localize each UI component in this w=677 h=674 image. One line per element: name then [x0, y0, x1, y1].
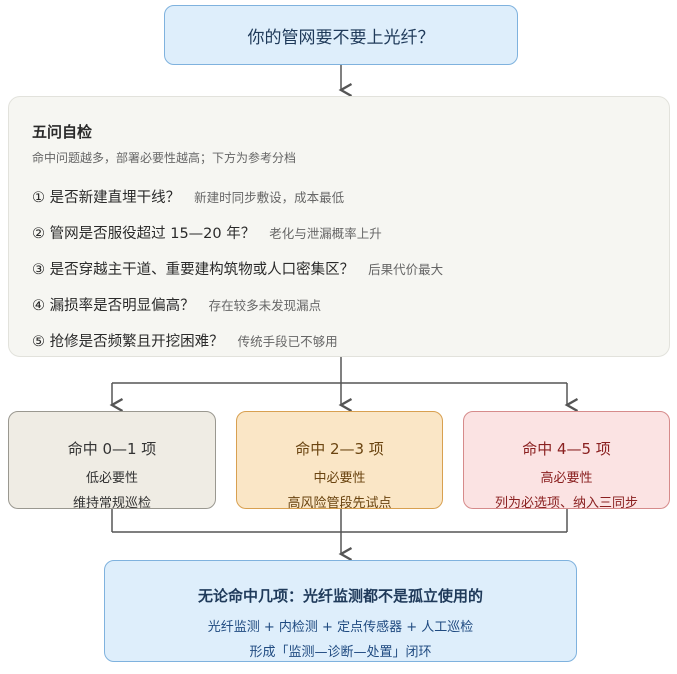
result-mid-desc: 高风险管段先试点: [287, 496, 392, 511]
conclusion-line-1: 光纤监测 + 内检测 + 定点传感器 + 人工巡检: [207, 620, 474, 635]
question-note: 后果代价最大: [368, 262, 444, 277]
checklist-subtitle: 命中问题越多，部署必要性越高；下方为参考分档: [32, 151, 297, 165]
result-high-level: 高必要性: [540, 471, 593, 486]
question-text: ⑤ 抢修是否频繁且开挖困难？: [32, 334, 224, 350]
conclusion-line-2: 形成「监测—诊断—处置」闭环: [249, 645, 432, 660]
result-low-title: 命中 0—1 项: [67, 440, 157, 458]
question-text: ② 管网是否服役超过 15—20 年？: [32, 226, 256, 242]
result-high-title: 命中 4—5 项: [522, 440, 611, 458]
question-5: ⑤ 抢修是否频繁且开挖困难？ 传统手段已不够用: [32, 330, 338, 351]
checklist-panel: 五问自检 命中问题越多，部署必要性越高；下方为参考分档 ① 是否新建直埋干线？ 新…: [8, 96, 670, 357]
result-low-box: 命中 0—1 项 低必要性 维持常规巡检: [8, 411, 216, 511]
question-note: 存在较多未发现漏点: [208, 298, 322, 313]
result-mid-title: 命中 2—3 项: [295, 440, 384, 458]
question-text: ① 是否新建直埋干线？: [32, 190, 181, 206]
question-1: ① 是否新建直埋干线？ 新建时同步敷设，成本最低: [32, 186, 344, 207]
result-mid-box: 命中 2—3 项 中必要性 高风险管段先试点: [236, 411, 443, 511]
diagram-title: 你的管网要不要上光纤？: [247, 27, 435, 48]
question-2: ② 管网是否服役超过 15—20 年？ 老化与泄漏概率上升: [32, 222, 382, 243]
result-low-level: 低必要性: [85, 471, 138, 486]
result-high-desc: 列为必选项、纳入三同步: [494, 496, 638, 511]
title-box: 你的管网要不要上光纤？: [164, 5, 518, 65]
question-3: ③ 是否穿越主干道、重要建构筑物或人口密集区？ 后果代价最大: [32, 258, 443, 279]
result-mid-level: 中必要性: [313, 471, 366, 486]
question-note: 老化与泄漏概率上升: [269, 226, 382, 241]
question-text: ③ 是否穿越主干道、重要建构筑物或人口密集区？: [32, 262, 355, 278]
conclusion-title: 无论命中几项：光纤监测都不是孤立使用的: [197, 587, 483, 605]
conclusion-box: 无论命中几项：光纤监测都不是孤立使用的 光纤监测 + 内检测 + 定点传感器 +…: [104, 560, 577, 662]
question-4: ④ 漏损率是否明显偏高？ 存在较多未发现漏点: [32, 294, 321, 315]
question-text: ④ 漏损率是否明显偏高？: [32, 298, 195, 314]
result-high-box: 命中 4—5 项 高必要性 列为必选项、纳入三同步: [463, 411, 670, 511]
question-note: 新建时同步敷设，成本最低: [194, 190, 345, 205]
checklist-title: 五问自检: [32, 123, 93, 141]
result-low-desc: 维持常规巡检: [72, 496, 151, 511]
question-note: 传统手段已不够用: [237, 334, 338, 349]
